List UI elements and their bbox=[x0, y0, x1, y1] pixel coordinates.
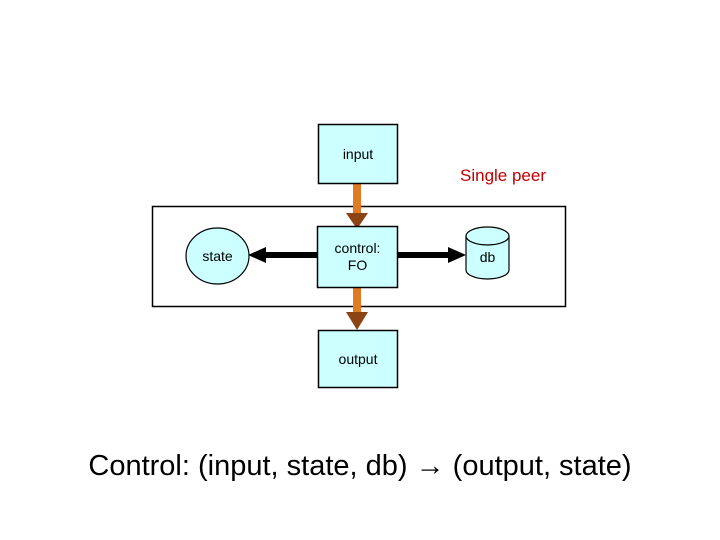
edge-input-to-control-shaft bbox=[353, 184, 361, 215]
edge-control-to-state-arrowhead bbox=[248, 247, 266, 263]
edge-control-to-db-shaft bbox=[398, 252, 452, 258]
node-control-shape[interactable] bbox=[316, 225, 399, 289]
edge-control-to-output-arrowhead bbox=[346, 312, 368, 330]
edge-control-to-db bbox=[398, 247, 466, 263]
node-db-shape[interactable] bbox=[465, 226, 510, 280]
edge-control-to-output-shaft bbox=[353, 288, 361, 314]
single-peer-label: Single peer bbox=[460, 166, 547, 185]
edge-input-to-control-arrowhead bbox=[346, 213, 368, 229]
diagram-caption: Control: (input, state, db) → (output, s… bbox=[88, 450, 632, 482]
node-state-shape[interactable] bbox=[185, 227, 250, 285]
edge-control-to-state bbox=[248, 247, 318, 263]
edge-control-to-db-arrowhead bbox=[448, 247, 466, 263]
edge-input-to-control bbox=[346, 184, 368, 229]
node-input-shape[interactable] bbox=[317, 123, 399, 185]
edge-control-to-output bbox=[346, 288, 368, 330]
edge-control-to-state-shaft bbox=[262, 252, 318, 258]
node-output-shape[interactable] bbox=[317, 329, 399, 389]
db-cylinder-top bbox=[465, 226, 510, 246]
db-cylinder-body bbox=[465, 235, 510, 280]
